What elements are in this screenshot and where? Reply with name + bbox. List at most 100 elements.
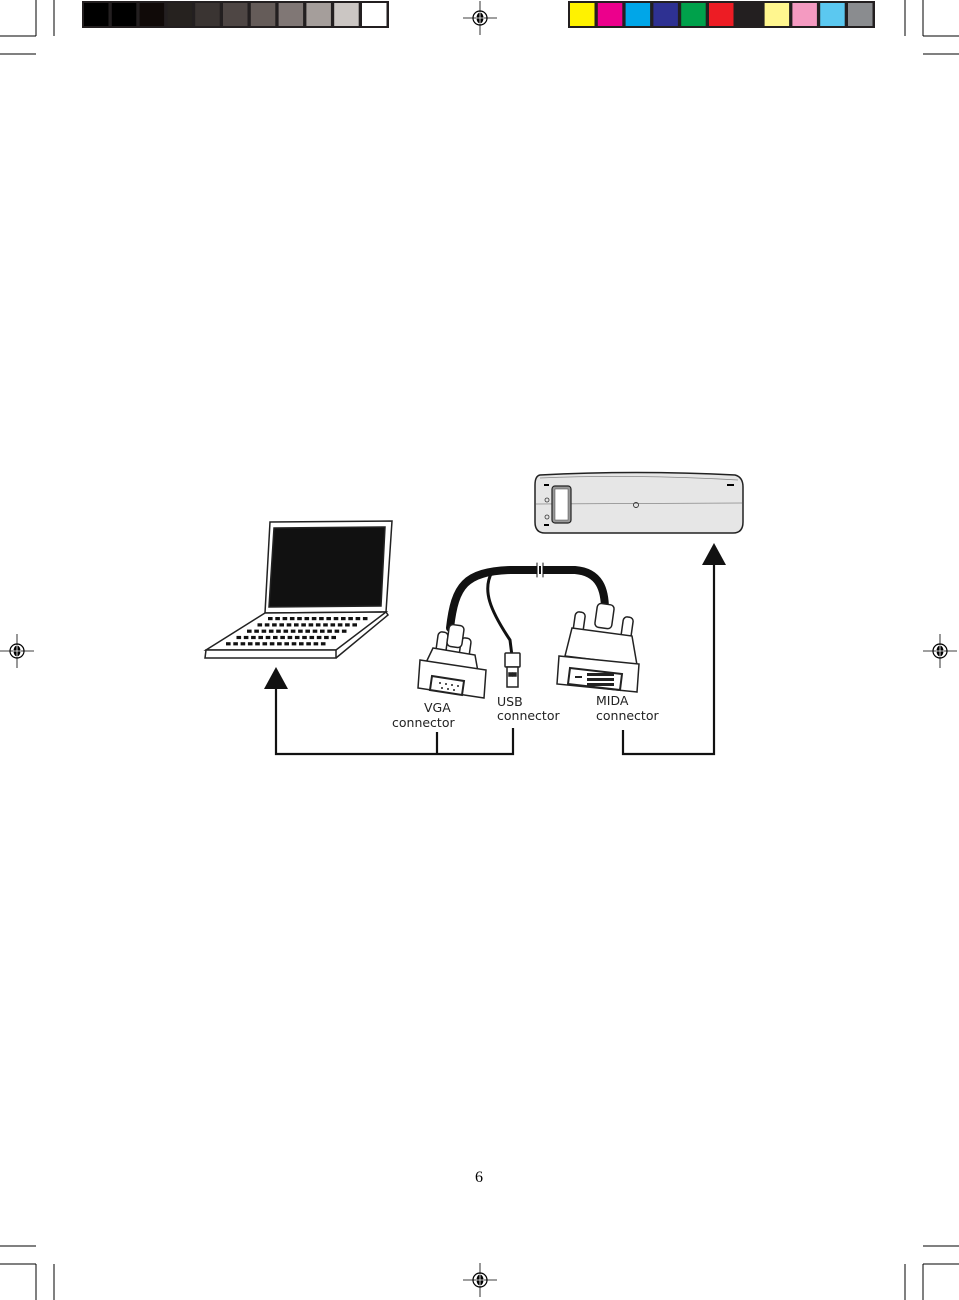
key: [302, 635, 307, 640]
key: [324, 635, 329, 640]
registration-mark-icon: [923, 634, 957, 668]
key: [286, 623, 292, 627]
vga-label-line2: connector: [392, 715, 455, 730]
key: [226, 642, 231, 646]
key: [257, 623, 263, 627]
vga-label-line1: VGA: [424, 700, 451, 715]
key: [294, 623, 299, 627]
key: [301, 623, 306, 627]
key: [313, 642, 319, 646]
key: [331, 635, 336, 640]
color-swatch: [362, 3, 387, 26]
laptop-illustration: [203, 520, 393, 659]
arrow-up-to-projector-icon: [702, 543, 726, 565]
key: [290, 629, 296, 633]
color-calibration-bar: [568, 1, 875, 28]
key: [341, 629, 347, 633]
key: [291, 642, 297, 646]
color-swatch: [792, 3, 817, 26]
key: [315, 623, 321, 627]
key: [323, 623, 328, 627]
color-swatch: [139, 3, 165, 26]
key: [287, 635, 293, 640]
key: [265, 635, 271, 640]
keyboard: [226, 617, 368, 646]
color-swatch: [764, 3, 790, 26]
page-number: 6: [475, 1169, 483, 1186]
key: [299, 642, 304, 646]
color-swatch: [736, 3, 762, 26]
color-swatch: [223, 3, 248, 26]
key: [254, 629, 259, 633]
key: [280, 635, 285, 640]
key: [333, 617, 339, 621]
key: [309, 635, 315, 640]
key: [308, 623, 314, 627]
key: [306, 642, 311, 646]
color-swatch: [709, 3, 734, 26]
key: [247, 642, 253, 646]
color-swatch: [570, 3, 595, 26]
key: [240, 642, 246, 646]
key: [255, 642, 260, 646]
key: [236, 635, 242, 640]
key: [330, 623, 336, 627]
color-swatch: [625, 3, 651, 26]
key: [304, 617, 310, 621]
key: [262, 642, 268, 646]
key: [277, 642, 282, 646]
key: [305, 629, 310, 633]
key: [311, 617, 317, 621]
key: [264, 623, 270, 627]
color-swatch: [597, 3, 623, 26]
mida-label-line1: MIDA: [596, 693, 629, 708]
grayscale-calibration-bar: [82, 1, 389, 28]
key: [272, 623, 277, 627]
color-swatch: [653, 3, 678, 26]
color-swatch: [334, 3, 359, 26]
key: [268, 629, 274, 633]
key: [319, 617, 324, 621]
key: [247, 629, 252, 633]
key: [320, 629, 325, 633]
key: [334, 629, 340, 633]
key: [348, 617, 353, 621]
key: [273, 635, 278, 640]
key: [275, 617, 280, 621]
registration-mark-icon: [463, 1263, 497, 1297]
registration-mark-icon: [0, 634, 34, 668]
key: [269, 642, 275, 646]
color-swatch: [84, 3, 109, 26]
key: [268, 617, 273, 621]
key: [261, 629, 267, 633]
key: [337, 623, 343, 627]
key: [362, 617, 368, 621]
mida-connector-illustration: [556, 602, 640, 693]
key: [279, 623, 284, 627]
color-swatch: [167, 3, 192, 26]
color-swatch: [195, 3, 220, 26]
color-swatch: [306, 3, 331, 26]
color-swatch: [681, 3, 706, 26]
vga-connector-illustration: [417, 623, 487, 699]
color-swatch: [278, 3, 304, 26]
key: [316, 635, 322, 640]
usb-label-line1: USB: [497, 694, 523, 709]
registration-mark-icon: [463, 1, 497, 35]
cable: [446, 561, 609, 658]
color-swatch: [250, 3, 276, 26]
key: [352, 623, 357, 627]
key: [251, 635, 256, 640]
color-swatch: [848, 3, 873, 26]
key: [320, 642, 326, 646]
usb-connector-illustration: [504, 652, 521, 688]
key: [327, 629, 332, 633]
key: [341, 617, 346, 621]
key: [258, 635, 263, 640]
mida-label-line2: connector: [596, 708, 659, 723]
projector-illustration: [534, 471, 744, 534]
